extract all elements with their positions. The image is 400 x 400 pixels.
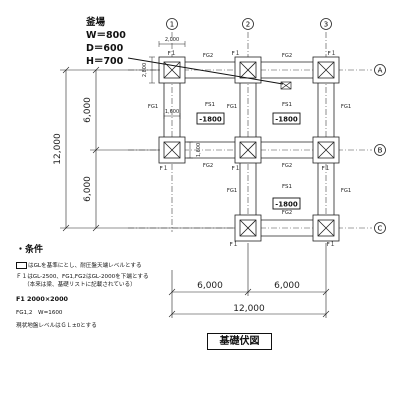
fg1-label: FG1 [341, 104, 351, 110]
sump-pit [280, 81, 292, 90]
footing-1a [158, 56, 186, 84]
level-value: -1800 [275, 201, 298, 209]
level-value: -1800 [199, 116, 222, 124]
grid-bubbles: 1 2 3 A B C [166, 18, 386, 234]
grid-bubble-1 [166, 18, 178, 30]
grid-bubble-2 [242, 18, 254, 30]
dim-bottom-total: 12,000 [233, 304, 265, 314]
footing-3c [312, 214, 340, 242]
footing-2a [234, 56, 262, 84]
fg2-label: FG2 [282, 210, 292, 216]
fs1-label: FS1 [205, 102, 215, 108]
condition-line-1: はGLを基準にとし、耐圧盤天端レベルとする [16, 262, 206, 270]
left-dimensions [60, 66, 235, 232]
spec-ground-level: 現状地盤レベルはＧＬ±0とする [16, 323, 97, 329]
left-dimension-labels: 6,000 6,000 12,000 [53, 97, 93, 202]
condition-line-2: Ｆ１はGL-2500、FG1,FG2はGL-2000を下端とする [16, 274, 149, 280]
callout-leader [127, 57, 284, 85]
grid-bubble-c [374, 222, 386, 234]
footing-2c [234, 214, 262, 242]
drawing-title: 基礎伏図 [207, 333, 272, 350]
level-boxes: -1800 -1800 -1800 [196, 112, 301, 210]
grid-label-b: B [378, 147, 383, 155]
fg1-label: FG1 [227, 104, 237, 110]
f1-label: F１ [160, 165, 169, 172]
footing-3a [312, 56, 340, 84]
f1-label: F１ [328, 50, 337, 57]
grid-label-2: 2 [246, 21, 250, 29]
grid-bubble-b [374, 144, 386, 156]
grid-label-c: C [378, 225, 383, 233]
spec-f1: F1 2000×2000 [16, 295, 68, 303]
grid-bubble-3 [320, 18, 332, 30]
conditions-notes: ・条件 はGLを基準にとし、耐圧盤天端レベルとする Ｆ１はGL-2500、FG1… [16, 242, 206, 330]
dim-bottom-6000-right: 6,000 [274, 281, 300, 291]
dim-2000: 2,000 [165, 37, 179, 43]
fs1-label: FS1 [282, 184, 292, 190]
f1-label: F１ [327, 241, 336, 248]
fs1-label: FS1 [282, 102, 292, 108]
fg1-label: FG1 [227, 188, 237, 194]
footing-1b [158, 136, 186, 164]
callout-width: W＝800 [86, 30, 126, 41]
dim-left-total: 12,000 [53, 133, 63, 165]
footings [158, 56, 340, 242]
grid-label-a: A [378, 67, 383, 75]
fg2-label: FG2 [203, 53, 213, 59]
footing-3b [312, 136, 340, 164]
grid-bubble-a [374, 64, 386, 76]
dim-1600-top: 1,600 [165, 109, 179, 115]
f1-label: F１ [168, 50, 177, 57]
fg1-label: FG1 [341, 188, 351, 194]
fg2-label: FG2 [282, 53, 292, 59]
sump-callout: 釜場 W＝800 D＝600 H＝700 [86, 16, 132, 72]
f1-label: F１ [322, 165, 331, 172]
f1-label: F１ [230, 241, 239, 248]
bottom-dimension-labels: 6,000 6,000 12,000 [197, 281, 300, 314]
condition-line-3: （本来は梁、基礎リストに記載されている） [24, 282, 136, 288]
f1-label: F１ [232, 165, 241, 172]
level-value: -1800 [275, 116, 298, 124]
fs1-labels: FS1 FS1 FS1 [205, 102, 292, 190]
fg1-label: FG1 [148, 104, 158, 110]
callout-height: H＝700 [86, 56, 124, 67]
f1-labels: F１ F１ F１ F１ F１ F１ F１ F１ [160, 50, 337, 248]
grid-label-1: 1 [170, 21, 174, 29]
dim-left-6000-top: 6,000 [83, 97, 93, 123]
dim-bottom-6000-left: 6,000 [197, 281, 223, 291]
callout-label: 釜場 [86, 17, 106, 28]
dim-1600-mid: 1,600 [196, 143, 202, 157]
f1-label: F１ [232, 50, 241, 57]
grid-label-3: 3 [324, 21, 328, 29]
conditions-heading: ・条件 [16, 245, 44, 255]
callout-depth: D＝600 [86, 43, 124, 54]
dim-left-6000-bottom: 6,000 [83, 176, 93, 202]
fg2-label: FG2 [282, 163, 292, 169]
fg-labels: FG2 FG2 FG2 FG2 FG2 FG1 FG1 FG1 FG1 FG1 [148, 53, 351, 216]
foundation-beams [163, 61, 335, 237]
footing-2b [234, 136, 262, 164]
level-box-icon [16, 262, 27, 269]
bottom-dimensions [168, 243, 330, 318]
spec-fg: FG1,2 W=1600 [16, 310, 63, 316]
fg2-label: FG2 [203, 163, 213, 169]
